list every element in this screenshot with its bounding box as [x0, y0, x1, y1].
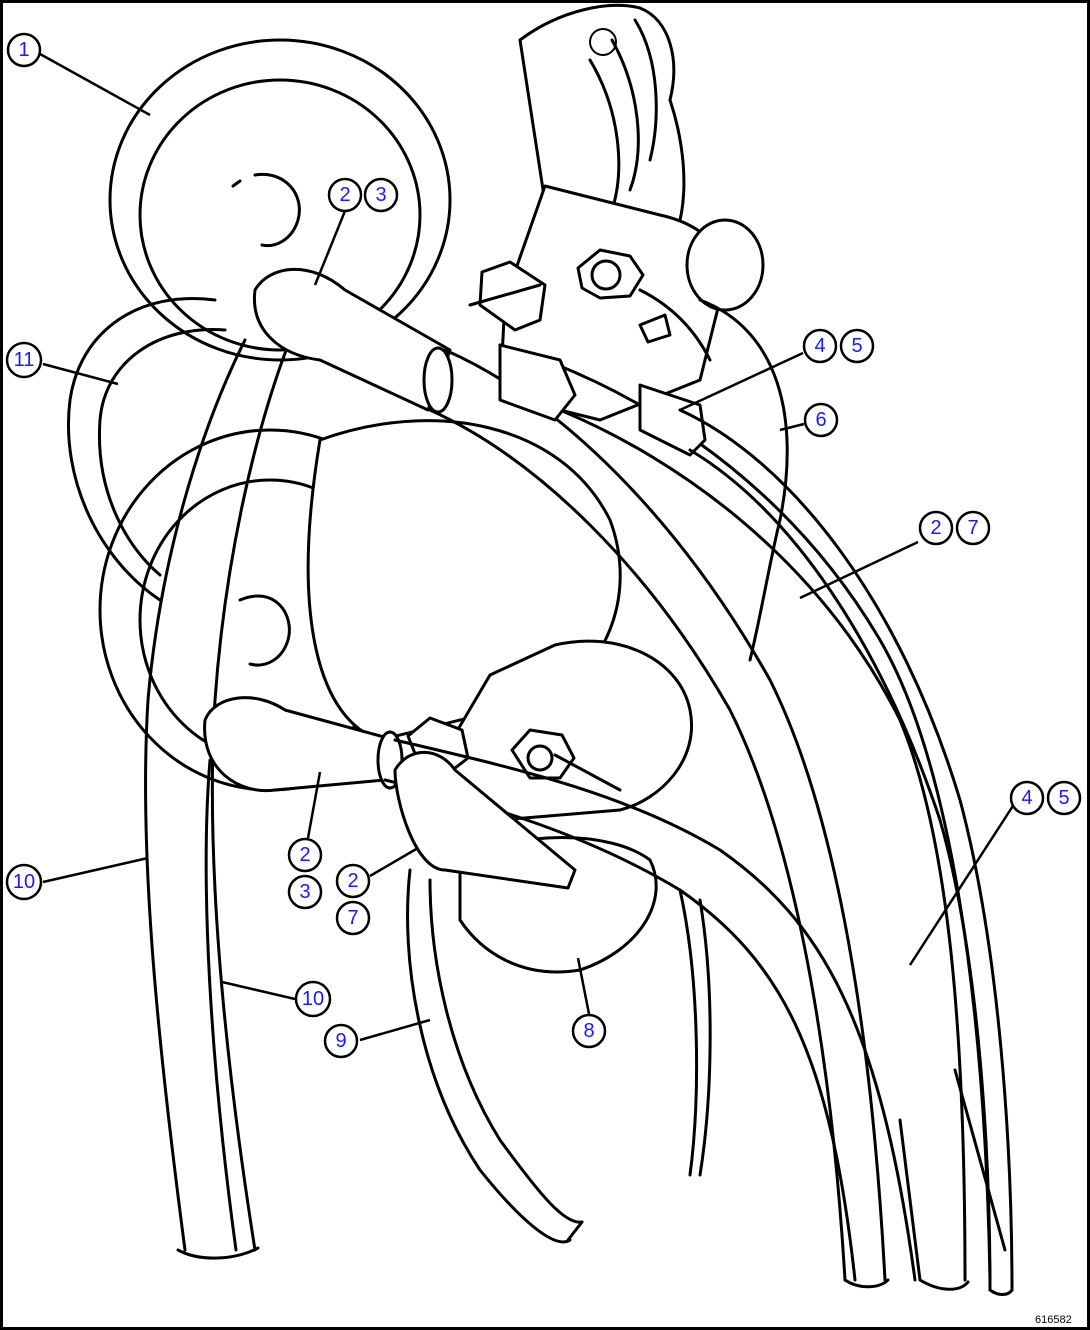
svg-text:7: 7 — [967, 517, 978, 539]
svg-text:1: 1 — [18, 39, 29, 61]
callout-6[interactable]: 6 — [803, 402, 839, 438]
solenoid-lower — [406, 639, 693, 974]
svg-text:11: 11 — [14, 349, 35, 371]
callouts: 1 2 3 11 4 5 6 2 7 4 5 10 2 3 2 7 10 9 8 — [5, 32, 1082, 1059]
callout-4[interactable]: 4 — [1009, 780, 1045, 816]
svg-text:7: 7 — [347, 907, 358, 929]
svg-text:2: 2 — [339, 184, 350, 206]
cable-bundle-right — [498, 298, 1014, 1296]
callout-1[interactable]: 1 — [6, 32, 42, 68]
callout-9[interactable]: 9 — [323, 1023, 359, 1059]
callout-11[interactable]: 11 — [5, 341, 43, 379]
callout-10[interactable]: 10 — [294, 980, 332, 1018]
svg-text:4: 4 — [814, 335, 825, 357]
callout-10[interactable]: 10 — [5, 863, 43, 901]
callout-2[interactable]: 2 — [335, 863, 371, 899]
cable-11-loop — [67, 297, 227, 602]
svg-text:2: 2 — [347, 870, 358, 892]
svg-text:10: 10 — [302, 988, 324, 1010]
callout-5[interactable]: 5 — [839, 328, 875, 364]
svg-text:10: 10 — [13, 871, 35, 893]
callout-2[interactable]: 2 — [287, 837, 323, 873]
svg-text:3: 3 — [375, 184, 386, 206]
wire-8 — [678, 888, 712, 1177]
callout-7[interactable]: 7 — [335, 900, 371, 936]
callout-5[interactable]: 5 — [1046, 780, 1082, 816]
callout-7[interactable]: 7 — [955, 510, 991, 546]
svg-text:2: 2 — [299, 844, 310, 866]
callout-3[interactable]: 3 — [363, 177, 399, 213]
svg-text:3: 3 — [299, 881, 310, 903]
leader-lines — [39, 52, 1022, 1042]
drawing-id: 616582 — [1035, 1314, 1072, 1326]
callout-2[interactable]: 2 — [327, 177, 363, 213]
callout-2[interactable]: 2 — [918, 510, 954, 546]
svg-text:6: 6 — [815, 409, 826, 431]
svg-text:2: 2 — [930, 517, 941, 539]
svg-text:5: 5 — [851, 335, 862, 357]
callout-8[interactable]: 8 — [571, 1013, 607, 1049]
svg-text:5: 5 — [1058, 787, 1069, 809]
svg-text:8: 8 — [583, 1020, 594, 1042]
callout-4[interactable]: 4 — [802, 328, 838, 364]
cable-9 — [393, 750, 584, 1244]
svg-text:9: 9 — [335, 1030, 346, 1052]
callout-3[interactable]: 3 — [287, 874, 323, 910]
svg-text:4: 4 — [1021, 787, 1032, 809]
